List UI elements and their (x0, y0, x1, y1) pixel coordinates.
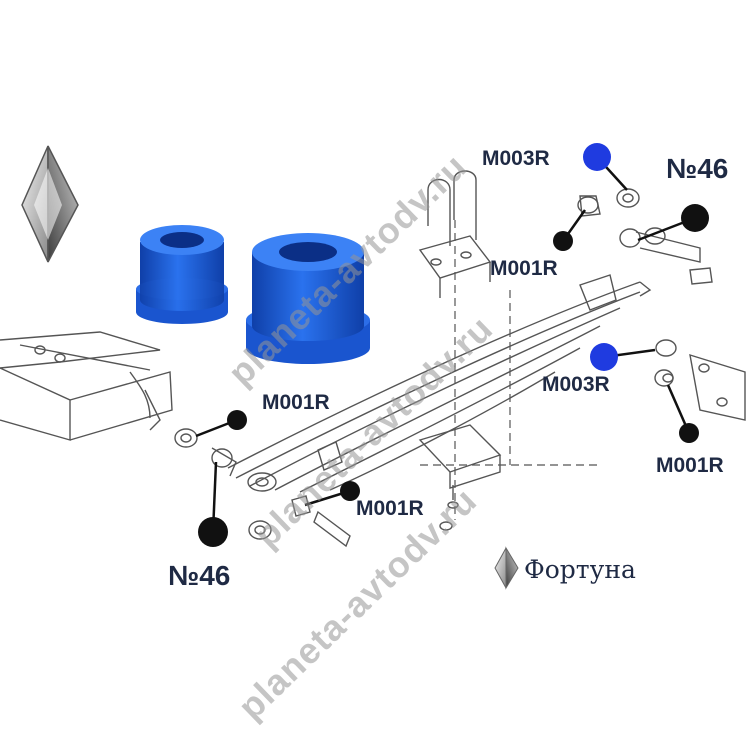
right-shackle-drawing (654, 339, 746, 421)
diamond-logo-icon (21, 145, 79, 263)
callout-dot-m001r-upper (553, 231, 573, 251)
left-shackle-parts-drawing (174, 428, 453, 548)
callout-label-m001r-right: M001R (656, 454, 724, 477)
callout-label-m001r-bushing: M001R (262, 391, 330, 414)
brand-logo-icon (494, 546, 519, 590)
u-bolt-drawing (418, 170, 492, 298)
leaf-spring-drawing (227, 227, 701, 493)
callout-label-m003r-right: M003R (542, 373, 610, 396)
callout-label-num46-left: №46 (168, 560, 231, 591)
axle-centerline (420, 220, 600, 520)
callout-label-m001r-bottom: M001R (356, 497, 424, 520)
bushing-small-icon (136, 225, 228, 324)
top-bolt-parts-drawing (577, 188, 713, 285)
center-plate-drawing (418, 424, 502, 509)
callout-dot-m003r-top (583, 143, 611, 171)
callout-dot-m001r-bottom (340, 481, 360, 501)
callout-dot-num46-left (198, 517, 228, 547)
callout-label-m001r-upper: M001R (490, 257, 558, 280)
callout-dot-m003r-right (590, 343, 618, 371)
callout-dot-m001r-left (227, 410, 247, 430)
callout-dot-m001r-right (679, 423, 699, 443)
callout-dot-num46-right (681, 204, 709, 232)
frame-rail-drawing (0, 331, 173, 441)
callout-label-num46-right: №46 (666, 153, 729, 184)
brand-name: Фортуна (524, 555, 636, 584)
bushing-large-icon (246, 233, 370, 364)
callout-label-m003r-top: M003R (482, 147, 550, 170)
